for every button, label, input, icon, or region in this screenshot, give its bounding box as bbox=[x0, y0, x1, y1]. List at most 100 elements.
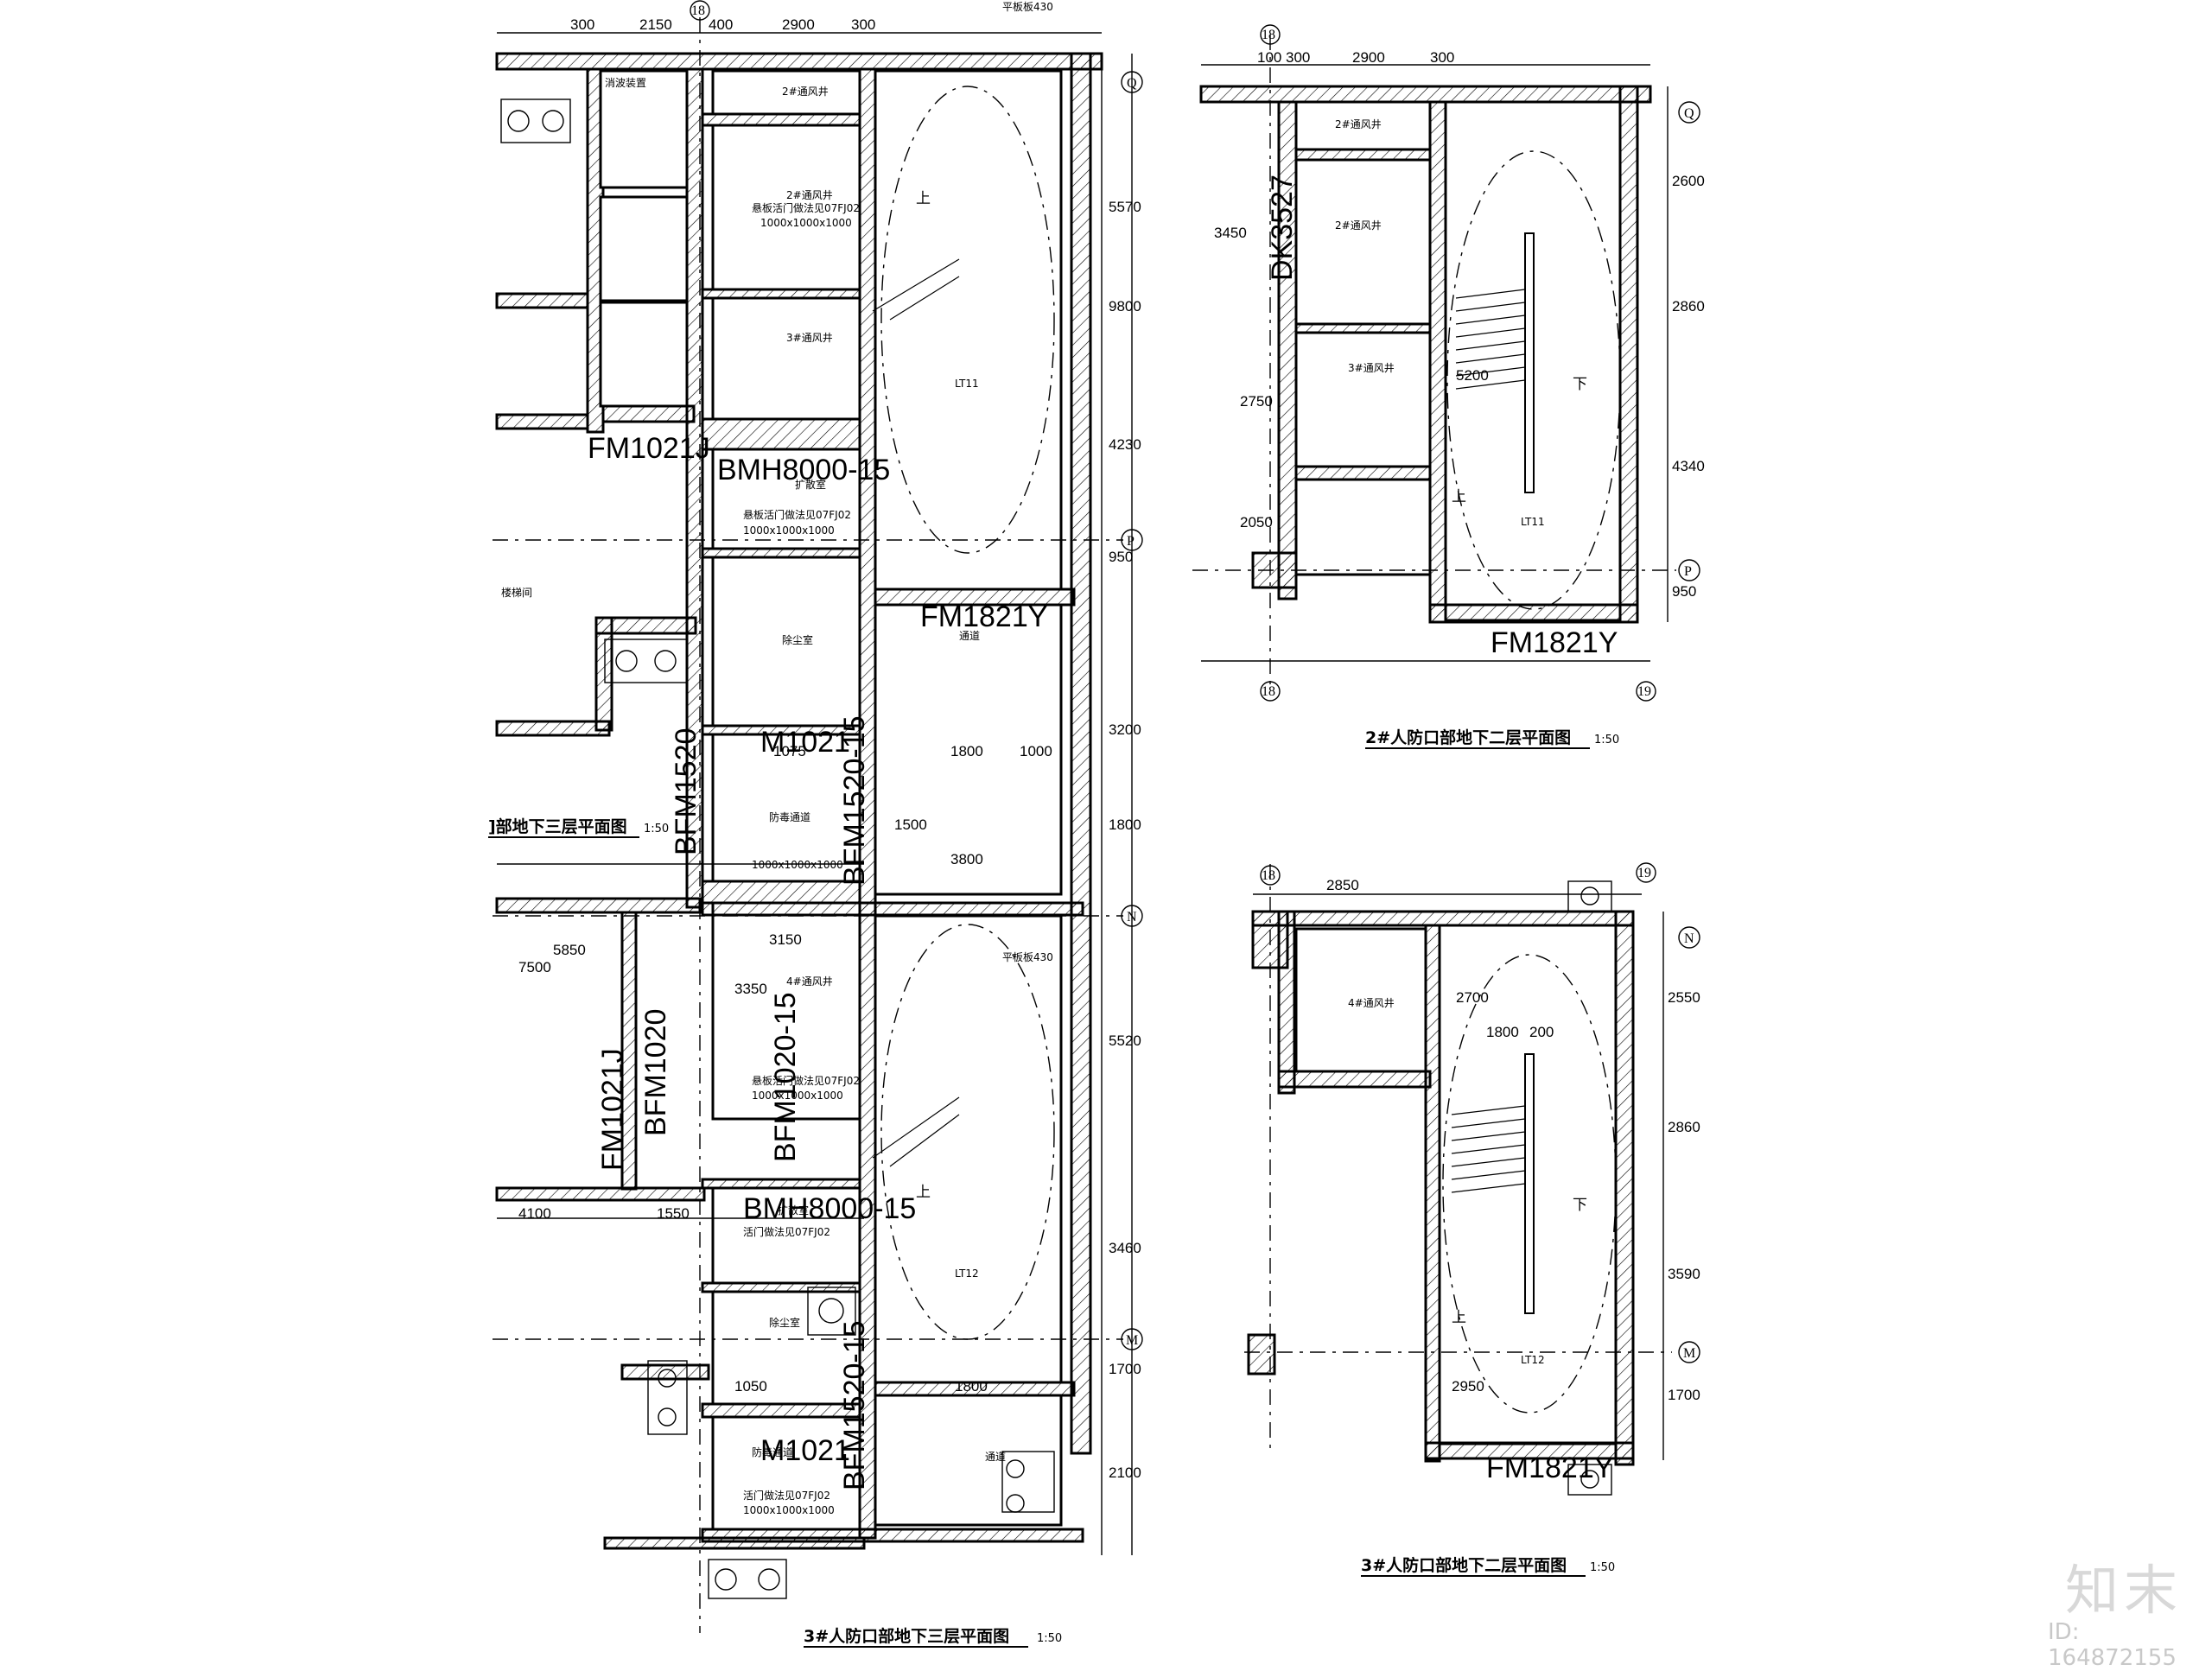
dimension: 2950 bbox=[1452, 1378, 1484, 1395]
axis-label: 19 bbox=[1637, 684, 1651, 699]
room-label: 4#通风井 bbox=[786, 975, 833, 988]
door-tag: M1021 bbox=[760, 726, 850, 759]
stair-label: LT12 bbox=[1521, 1354, 1545, 1366]
dimension: 2150 bbox=[639, 16, 672, 33]
axis-label: N bbox=[1684, 931, 1694, 946]
dimension: 300 bbox=[1430, 49, 1454, 66]
stair-mark: 下 bbox=[1573, 376, 1587, 392]
door-tag: BFM1520-15 bbox=[838, 715, 871, 886]
equipment-note: 消波装置 bbox=[605, 77, 646, 89]
axis-label: Q bbox=[1127, 76, 1137, 91]
axis-label: N bbox=[1127, 910, 1137, 924]
dimension: 3460 bbox=[1109, 1240, 1141, 1256]
plan-title: 2#人防口部地下二层平面图 bbox=[1365, 727, 1571, 747]
room-label: 除尘室 bbox=[769, 1316, 800, 1329]
dimension: 300 bbox=[570, 16, 594, 33]
dimension: 2550 bbox=[1668, 989, 1700, 1006]
stair-labels: LT11 LT12 LT11 LT12 上 上 上 下 上 下 bbox=[916, 190, 1587, 1366]
stair-mark: 上 bbox=[916, 1184, 931, 1200]
left-plan bbox=[493, 17, 1133, 1633]
door-tag: M1021 bbox=[760, 1434, 850, 1467]
axis-label: 18 bbox=[1262, 684, 1275, 699]
room-label: 扩散室 bbox=[795, 478, 826, 491]
axis-markers: Q P N M Q P N M 18 18 18 19 18 19 bbox=[690, 0, 1700, 1363]
dimension: 200 bbox=[1529, 1024, 1554, 1040]
dimension: 1700 bbox=[1109, 1361, 1141, 1377]
dimension: 2750 bbox=[1240, 393, 1273, 410]
dimension: 4340 bbox=[1672, 458, 1705, 474]
dimension: 5850 bbox=[553, 942, 586, 958]
axis-label: P bbox=[1684, 564, 1692, 579]
note: 平板板430 bbox=[1002, 951, 1053, 963]
equipment-note: 活门做法见07FJ02 bbox=[743, 1225, 830, 1238]
door-tag: FM1821Y bbox=[1491, 626, 1618, 659]
dimension: 9800 bbox=[1109, 298, 1141, 315]
dimension: 5570 bbox=[1109, 199, 1141, 215]
fan-symbols bbox=[500, 98, 1612, 1599]
door-tags: FM1021J BMH8000-15 FM1821Y M1021 BFM1520… bbox=[588, 175, 1618, 1490]
room-label: 2#通风井 bbox=[782, 86, 829, 98]
plan-scale: 1:50 bbox=[644, 823, 669, 836]
door-tag: BFM1520-15 bbox=[838, 1320, 871, 1490]
room-label: 扩散室 bbox=[778, 1204, 809, 1217]
plan-title: 3#人防口部地下三层平面图 bbox=[804, 1626, 1009, 1646]
dimension: 300 bbox=[851, 16, 875, 33]
dimension: 1800 bbox=[1486, 1024, 1519, 1040]
dimension: 950 bbox=[1109, 549, 1133, 565]
door-tag: FM1021J bbox=[596, 1048, 629, 1171]
equipment-note: 1000x1000x1000 bbox=[743, 1504, 835, 1516]
watermark-id: ID: 164872155 bbox=[2048, 1619, 2177, 1671]
dimension: 2700 bbox=[1456, 989, 1489, 1006]
dimension: 3590 bbox=[1668, 1266, 1700, 1282]
dimension: 2860 bbox=[1672, 298, 1705, 315]
axis-label: M bbox=[1126, 1333, 1138, 1348]
dimension: 1550 bbox=[657, 1205, 690, 1222]
dimension: 2900 bbox=[782, 16, 815, 33]
door-tag: FM1821Y bbox=[920, 600, 1047, 633]
dimension: 7500 bbox=[518, 959, 551, 975]
equipment-note: 悬板活门做法见07FJ02 bbox=[752, 1074, 860, 1087]
plan-scale: 1:50 bbox=[1594, 734, 1619, 747]
axis-label: Q bbox=[1684, 106, 1694, 121]
dimension: 3450 bbox=[1214, 225, 1247, 241]
dimension: 3350 bbox=[734, 981, 767, 997]
room-label: 4#通风井 bbox=[1348, 997, 1395, 1009]
axis-label: 18 bbox=[691, 3, 705, 18]
dimension: 400 bbox=[709, 16, 733, 33]
axis-label: 18 bbox=[1262, 868, 1275, 883]
room-labels: 2#通风井 2#通风井 3#通风井 2#通风井 2#通风井 3#通风井 4#通风… bbox=[501, 1, 1395, 1516]
stair-label: LT11 bbox=[955, 378, 979, 390]
dimension: 1500 bbox=[894, 816, 927, 833]
room-label: 防毒通道 bbox=[752, 1445, 793, 1458]
watermark-logo: 知末 bbox=[2065, 1559, 2183, 1622]
dimension: 2050 bbox=[1240, 514, 1273, 531]
door-tag: BMH8000-15 bbox=[743, 1192, 916, 1225]
dimension: 5200 bbox=[1456, 367, 1489, 384]
equipment-note: 1000x1000x1000 bbox=[752, 859, 843, 871]
room-label: 通道 bbox=[985, 1451, 1006, 1463]
stair-label: LT12 bbox=[955, 1268, 979, 1280]
dimension: 950 bbox=[1672, 583, 1696, 600]
dimension: 3150 bbox=[769, 931, 802, 948]
door-tag: BFM1020 bbox=[639, 1009, 672, 1136]
top-right-plan bbox=[1192, 35, 1676, 691]
axis-label: 19 bbox=[1637, 866, 1651, 880]
axis-label: 18 bbox=[1262, 28, 1275, 42]
room-label: 防毒通道 bbox=[769, 810, 810, 823]
plan-titles: 3#人防口部地下三层平面图 1:50 2#人防口部地下二层平面图 1:50 3#… bbox=[488, 727, 1619, 1648]
equipment-note: 1000x1000x1000 bbox=[752, 1090, 843, 1102]
bottom-right-plan bbox=[1244, 864, 1672, 1466]
door-tag: BFM1520 bbox=[670, 728, 702, 855]
dimension: 1800 bbox=[955, 1378, 988, 1395]
plan-scale: 1:50 bbox=[1037, 1632, 1062, 1645]
equipment-note: 1000x1000x1000 bbox=[743, 524, 835, 537]
room-label: 2#通风井 bbox=[786, 189, 833, 201]
axis-label: P bbox=[1127, 534, 1135, 549]
door-tag: FM1821Y bbox=[1486, 1452, 1613, 1484]
dimension: 5520 bbox=[1109, 1032, 1141, 1049]
room-label: 2#通风井 bbox=[1335, 118, 1382, 130]
room-label: 2#通风井 bbox=[1335, 219, 1382, 232]
dimension: 1700 bbox=[1668, 1387, 1700, 1403]
dimension: 2850 bbox=[1326, 877, 1359, 893]
dimension: 1000 bbox=[1020, 743, 1052, 759]
